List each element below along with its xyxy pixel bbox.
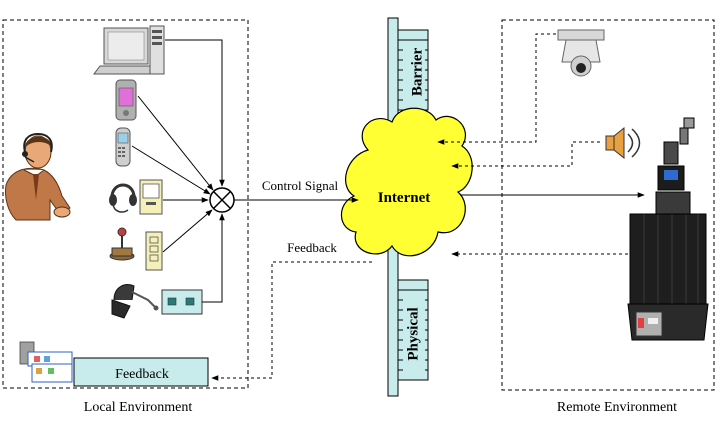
mobile-phone-icon [115, 127, 131, 167]
physical-label: Physical [405, 307, 421, 360]
headset-icon [109, 183, 137, 213]
barrier-label: Barrier [409, 48, 425, 97]
feedback-arrow [211, 261, 372, 381]
operator-person-icon [5, 132, 71, 221]
feedback-display-icon [19, 341, 73, 383]
internet-cloud [340, 107, 473, 257]
local-environment-boundary [2, 19, 249, 389]
ptz-camera-icon [557, 29, 605, 77]
mobile-robot-icon [627, 117, 709, 341]
control-signal-label: Control Signal [262, 178, 339, 193]
internet-label: Internet [378, 190, 431, 206]
arrow-remote-to-junction [162, 209, 213, 253]
joystick-icon [109, 227, 135, 261]
arrow-pda-to-junction [137, 95, 214, 191]
arrow-phone-to-junction [131, 145, 211, 195]
remote-control-icon [145, 231, 163, 271]
speaker-icon [605, 126, 641, 160]
local-environment-label: Local Environment [84, 400, 193, 415]
feedback-box-label: Feedback [115, 367, 169, 382]
remote-environment-boundary [501, 19, 715, 391]
feedback-box [73, 357, 209, 387]
small-screen-terminal-icon [139, 179, 163, 215]
arrow-control-box-to-junction [202, 213, 225, 303]
feedback-arrow-label: Feedback [287, 240, 337, 255]
pda-icon [115, 79, 137, 121]
summing-junction [209, 187, 235, 213]
remote-environment-label: Remote Environment [557, 400, 677, 415]
feedback-speaker-to-internet [451, 141, 600, 169]
feedback-camera-to-internet [437, 33, 556, 145]
control-box-icon [161, 289, 203, 315]
desktop-computer-icon [93, 25, 165, 75]
haptic-device-icon [111, 284, 159, 319]
arrow-computer-to-junction [165, 39, 225, 187]
